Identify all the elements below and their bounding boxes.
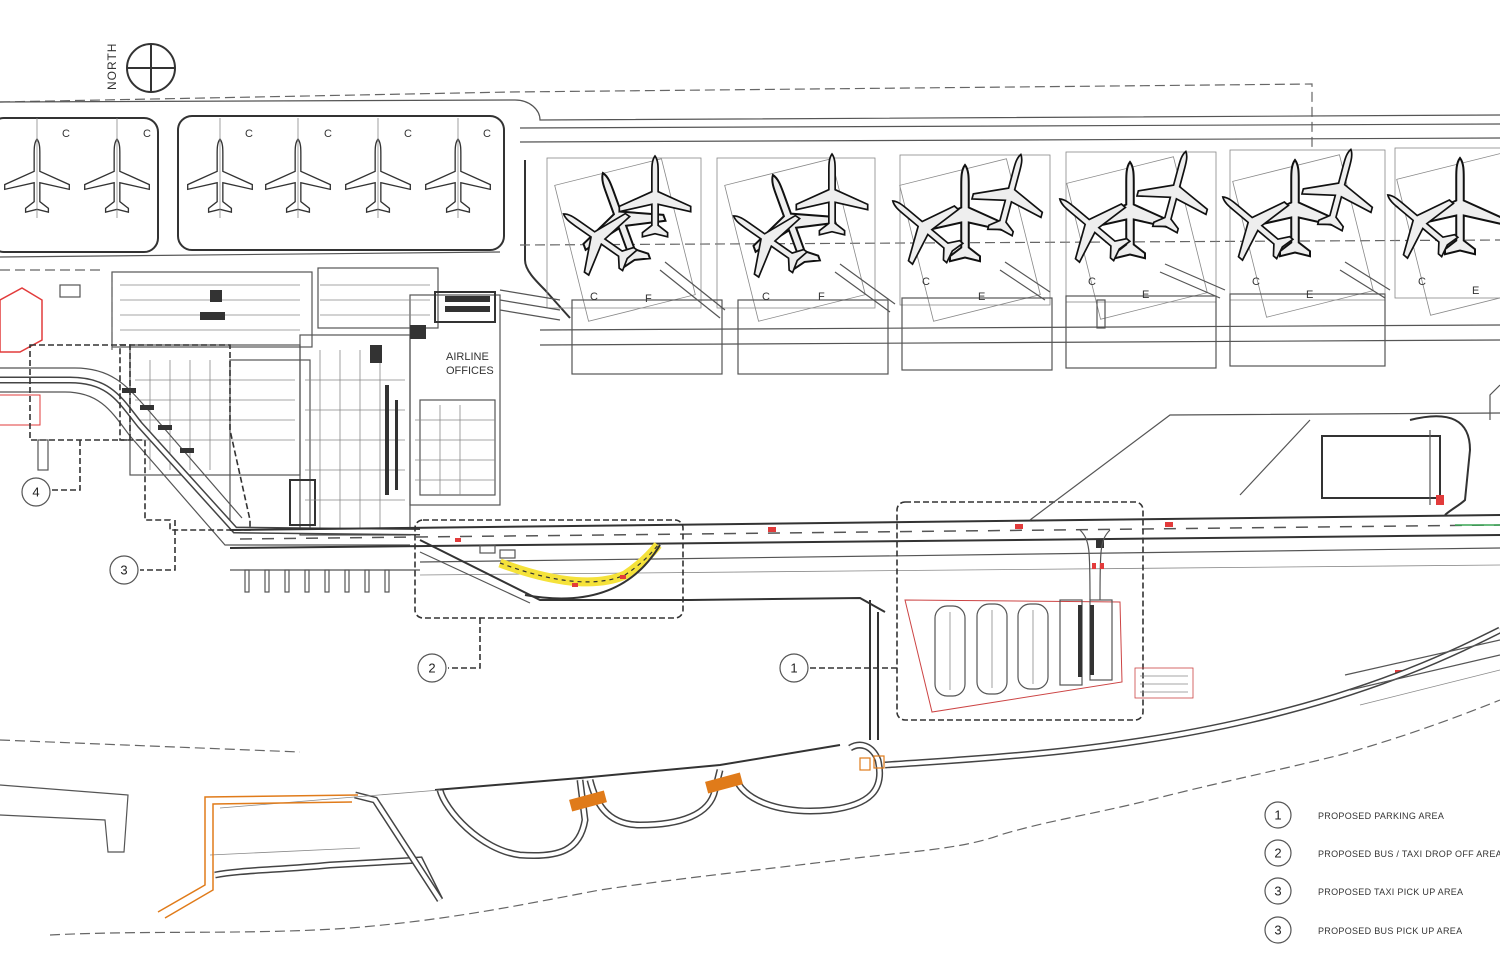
legend-item-2-badge [1264, 839, 1292, 867]
zone-1-parking [810, 501, 1194, 740]
stand-code: C [922, 276, 930, 288]
existing-structure-bottom-left [0, 784, 129, 853]
stand-codes-right: C F C F C E C E C E C E [590, 276, 1479, 305]
legend-item-4-num: 3 [1274, 923, 1281, 938]
north-label: NORTH [105, 43, 119, 90]
stand-code: F [645, 293, 652, 305]
stand-code: C [245, 128, 253, 140]
stand-code: C [1418, 276, 1426, 288]
existing-building-red [0, 287, 43, 353]
apron-boundary [0, 83, 1313, 150]
legend-item-4-badge [1264, 916, 1292, 944]
stand-code: C [762, 291, 770, 303]
stand-code: F [818, 291, 825, 303]
legend-item-1-badge [1264, 801, 1292, 829]
airline-offices-line: OFFICES [446, 365, 494, 377]
legend-item-3-num: 3 [1274, 884, 1281, 899]
callout-2-label: 2 [428, 661, 435, 676]
stand-code: E [978, 291, 985, 303]
airline-offices-label: AIRLINE OFFICES [446, 351, 494, 377]
stand-code: E [1142, 289, 1149, 301]
service-area-right [1029, 384, 1500, 526]
callout-2 [417, 653, 447, 683]
airline-offices-line: AIRLINE [446, 351, 489, 363]
zone-3-boundary [119, 344, 251, 531]
callout-1-label: 1 [790, 661, 797, 676]
callout-3-label: 3 [120, 563, 127, 578]
stand-code: E [1472, 285, 1479, 297]
terminal-building: AIRLINE OFFICES [0, 267, 501, 536]
callout-3 [109, 555, 139, 585]
stand-code: C [62, 128, 70, 140]
stand-code: C [324, 128, 332, 140]
lower-access-road [884, 626, 1500, 769]
legend-item-1-text: PROPOSED PARKING AREA [1318, 811, 1444, 821]
stand-code: C [404, 128, 412, 140]
stand-code: C [590, 291, 598, 303]
legend-item-3-badge [1264, 877, 1292, 905]
legend-item-2-num: 2 [1274, 846, 1281, 861]
zone-2-drop-off [414, 519, 886, 669]
left-apron-stands: C C C C C C [0, 115, 505, 258]
overflow-parking-loops [157, 741, 885, 919]
legend-item-3-text: PROPOSED TAXI PICK UP AREA [1318, 887, 1463, 897]
stand-code: C [143, 128, 151, 140]
callout-1 [779, 653, 809, 683]
stand-code: C [483, 128, 491, 140]
stand-code: C [1252, 276, 1260, 288]
callout-4-label: 4 [32, 485, 39, 500]
right-apron-stands: C F C F C E C E C E C E [499, 139, 1500, 375]
callout-4 [21, 477, 51, 507]
stand-code: E [1306, 289, 1313, 301]
north-arrow-icon: NORTH [105, 43, 176, 93]
legend: 1 PROPOSED PARKING AREA 2 PROPOSED BUS /… [1264, 801, 1500, 944]
stand-code: C [1088, 276, 1096, 288]
site-boundary [49, 699, 1500, 936]
legend-item-1-num: 1 [1274, 808, 1281, 823]
legend-item-2-text: PROPOSED BUS / TAXI DROP OFF AREA [1318, 849, 1500, 859]
legend-item-4-text: PROPOSED BUS PICK UP AREA [1318, 926, 1462, 936]
main-landside-road [229, 514, 1500, 675]
